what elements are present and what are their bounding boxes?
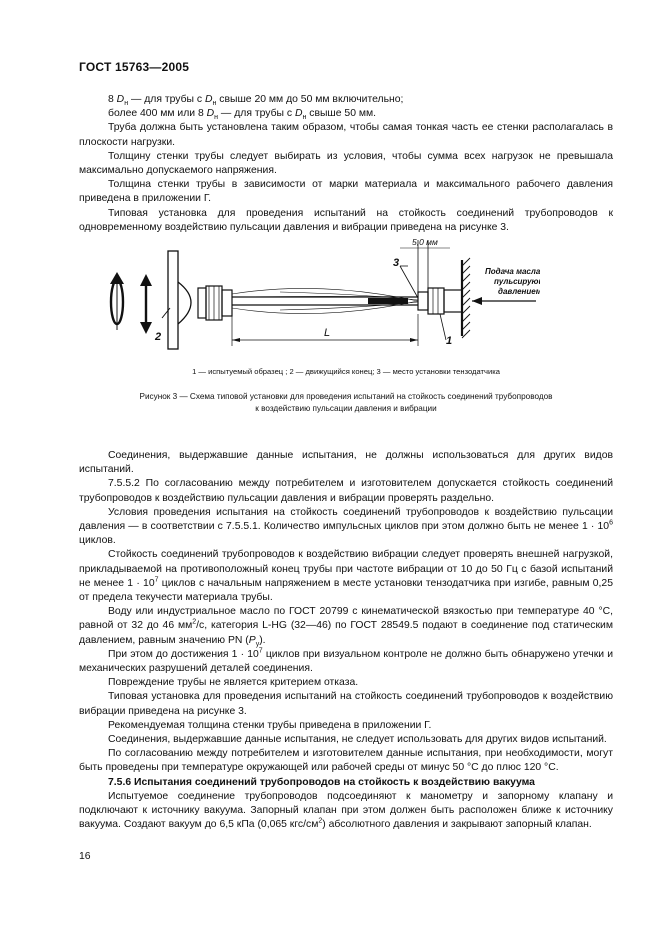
section-heading: 7.5.6 Испытания соединений трубопроводов… — [108, 776, 535, 788]
paragraph: Соединения, выдержавшие данные испытания… — [108, 734, 607, 746]
paragraph: Стойкость соединений трубопроводов к воз… — [79, 549, 613, 604]
caption-line: Рисунок 3 — Схема типовой установки для … — [139, 392, 553, 401]
paragraph: Рекомендуемая толщина стенки трубы приве… — [108, 719, 432, 731]
paragraph: По согласованию между потребителем и изг… — [79, 748, 613, 774]
fitting-left-2 — [221, 289, 233, 317]
tube-thick-section — [368, 298, 408, 304]
paragraph: Соединения, выдержавшие данные испытания… — [79, 450, 613, 476]
text-line: 8 Dн — для трубы с Dн свыше 20 мм до 50 … — [108, 94, 404, 108]
paragraph: Испытуемое соединение трубопроводов подс… — [79, 790, 613, 831]
fitting-left-1 — [197, 287, 207, 319]
text-line: более 400 мм или 8 Dн — для трубы с Dн с… — [108, 108, 377, 122]
caption-line: к воздействию пульсации давления и вибра… — [255, 404, 437, 413]
fitting-right-nut — [427, 287, 445, 315]
paragraph: Типовая установка для проведения испытан… — [79, 207, 613, 233]
paragraph: 7.5.5.2 По согласованию между потребител… — [79, 478, 613, 504]
supply-label-3: давлением — [498, 287, 540, 296]
figure-legend: 1 — испытуемый образец ; 2 — движущийся … — [192, 367, 500, 376]
paragraph: Повреждение трубы не является критерием … — [108, 677, 359, 689]
vertical-motion-arrow-icon — [140, 274, 152, 334]
wall-hatching — [461, 257, 471, 339]
paragraph: Типовая установка для проведения испытан… — [79, 691, 613, 717]
dim-label: 5,0 мм — [412, 237, 438, 247]
paragraph: Толщина стенки трубы в зависимости от ма… — [79, 179, 613, 205]
top-text-block: 8 Dн — для трубы с Dн свыше 20 мм до 50 … — [79, 93, 613, 235]
fitting-right-2 — [443, 289, 463, 313]
paragraph: Толщину стенки трубы следует выбирать из… — [79, 150, 613, 177]
callout-2: 2 — [154, 331, 161, 343]
paragraph: Воду или индустриальное масло по ГОСТ 20… — [79, 606, 613, 648]
paragraph: Труба должна быть установлена таким обра… — [79, 122, 613, 148]
callout-3: 3 — [393, 257, 399, 269]
body-text-block: Соединения, выдержавшие данные испытания… — [79, 449, 613, 832]
supply-label-1: Подача масла или воды — [485, 267, 540, 276]
fitting-right-1 — [417, 291, 429, 311]
callout-1: 1 — [446, 335, 452, 347]
figure-test-setup: 5,0 мм L 3 1 2 Подача масла или воды пул… — [109, 237, 540, 350]
page-number: 16 — [79, 851, 91, 862]
rotation-arrow-icon — [109, 272, 125, 330]
length-label: L — [324, 327, 330, 339]
paragraph: При этом до достижения 1 · 107 циклов пр… — [79, 647, 614, 675]
paragraph: Условия проведения испытания на стойкост… — [79, 506, 613, 547]
document-header: ГОСТ 15763—2005 — [79, 60, 190, 74]
moving-end-head — [177, 281, 192, 325]
supply-label-2: пульсирующим — [494, 277, 540, 286]
figure-caption: Рисунок 3 — Схема типовой установки для … — [79, 391, 613, 415]
moving-plate — [167, 250, 179, 350]
